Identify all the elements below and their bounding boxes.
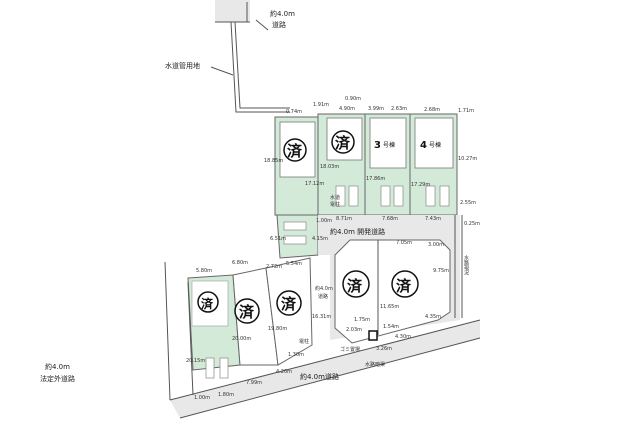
sold-mark: 済 — [396, 277, 412, 295]
svg-text:1.00m: 1.00m — [316, 218, 332, 224]
svg-text:20.15m: 20.15m — [186, 358, 205, 364]
sold-mark: 済 — [347, 277, 363, 295]
svg-text:5.80m: 5.80m — [196, 268, 212, 274]
west-road-width: 約4.0m — [45, 362, 70, 371]
water-label: 水道 — [330, 194, 340, 201]
svg-text:6.51m: 6.51m — [270, 236, 286, 242]
svg-text:19.80m: 19.80m — [268, 326, 287, 332]
lot-east-block — [334, 239, 451, 344]
svg-text:2.68m: 2.68m — [424, 107, 440, 113]
svg-text:18.85m: 18.85m — [264, 158, 283, 164]
svg-text:4.20m: 4.20m — [276, 369, 292, 375]
sold-mark: 済 — [281, 295, 297, 313]
svg-text:8.71m: 8.71m — [336, 216, 352, 222]
north-road-label: 道路 — [272, 20, 286, 29]
svg-text:7.99m: 7.99m — [246, 380, 262, 386]
svg-text:17.29m: 17.29m — [411, 182, 430, 188]
sold-mark: 済 — [201, 296, 214, 311]
svg-text:7.05m: 7.05m — [396, 240, 412, 246]
svg-text:4.30m: 4.30m — [395, 334, 411, 340]
svg-text:1.75m: 1.75m — [354, 317, 370, 323]
svg-text:0.90m: 0.90m — [345, 96, 361, 102]
svg-text:1.91m: 1.91m — [313, 102, 329, 108]
sold-mark: 済 — [239, 303, 255, 321]
svg-text:1.30m: 1.30m — [288, 352, 304, 358]
svg-text:0.74m: 0.74m — [286, 109, 302, 115]
svg-text:5.54m: 5.54m — [286, 261, 302, 267]
svg-text:7.68m: 7.68m — [382, 216, 398, 222]
garbage-label: ゴミ置場 — [340, 346, 360, 353]
pole-label-south: 電柱 — [299, 338, 309, 345]
svg-text:20.00m: 20.00m — [232, 336, 251, 342]
pole-label: 電柱 — [330, 201, 340, 208]
water-pipe-label: 水道管用地 — [165, 61, 200, 70]
svg-text:1.71m: 1.71m — [458, 108, 474, 114]
svg-text:11.65m: 11.65m — [380, 304, 399, 310]
svg-text:2.55m: 2.55m — [460, 200, 476, 206]
dev-road-label: 約4.0m 開発道路 — [330, 227, 385, 236]
svg-text:3.00m: 3.00m — [428, 242, 444, 248]
svg-text:17.86m: 17.86m — [366, 176, 385, 182]
garbage-area — [368, 330, 378, 341]
culvert-label: 水路暗渠 — [365, 361, 385, 368]
svg-text:4.15m: 4.15m — [312, 236, 328, 242]
building-3-suffix: 号棟 — [383, 141, 395, 149]
svg-text:3.26m: 3.26m — [376, 346, 392, 352]
parking-spaces — [335, 185, 450, 207]
svg-text:10.27m: 10.27m — [458, 156, 477, 162]
south-road — [170, 320, 480, 418]
sold-mark: 済 — [287, 142, 303, 160]
svg-text:17.12m: 17.12m — [305, 181, 324, 187]
svg-text:16.31m: 16.31m — [312, 314, 331, 320]
east-channel-label: 水路現況 — [463, 254, 469, 276]
north-road — [215, 0, 250, 22]
svg-text:1.54m: 1.54m — [383, 324, 399, 330]
west-road-label: 法定外道路 — [40, 374, 75, 383]
water-pipe-strip — [230, 21, 290, 113]
mid-road-width: 約4.0m — [315, 285, 333, 292]
svg-text:0.25m: 0.25m — [464, 221, 480, 227]
svg-text:7.43m: 7.43m — [425, 216, 441, 222]
svg-text:2.03m: 2.03m — [346, 327, 362, 333]
building-4-suffix: 号棟 — [429, 141, 441, 149]
sold-mark: 済 — [335, 134, 351, 152]
south-road-label: 約4.0m道路 — [300, 372, 339, 381]
svg-text:2.72m: 2.72m — [266, 264, 282, 270]
mid-road-label: 道路 — [318, 293, 328, 300]
svg-text:3.99m: 3.99m — [368, 106, 384, 112]
svg-text:9.75m: 9.75m — [433, 268, 449, 274]
svg-text:2.63m: 2.63m — [391, 106, 407, 112]
svg-text:6.80m: 6.80m — [232, 260, 248, 266]
svg-text:1.80m: 1.80m — [218, 392, 234, 398]
svg-text:18.03m: 18.03m — [320, 164, 339, 170]
building-3-number: 3 — [374, 140, 381, 151]
building-4-number: 4 — [420, 140, 427, 151]
svg-text:1.00m: 1.00m — [194, 395, 210, 401]
north-road-width: 約4.0m — [270, 9, 295, 18]
dimensions: 0.74m 1.91m 0.90m 4.90m 3.99m 2.63m 2.68… — [186, 96, 480, 401]
svg-text:4.90m: 4.90m — [339, 106, 355, 112]
svg-text:4.35m: 4.35m — [425, 314, 441, 320]
